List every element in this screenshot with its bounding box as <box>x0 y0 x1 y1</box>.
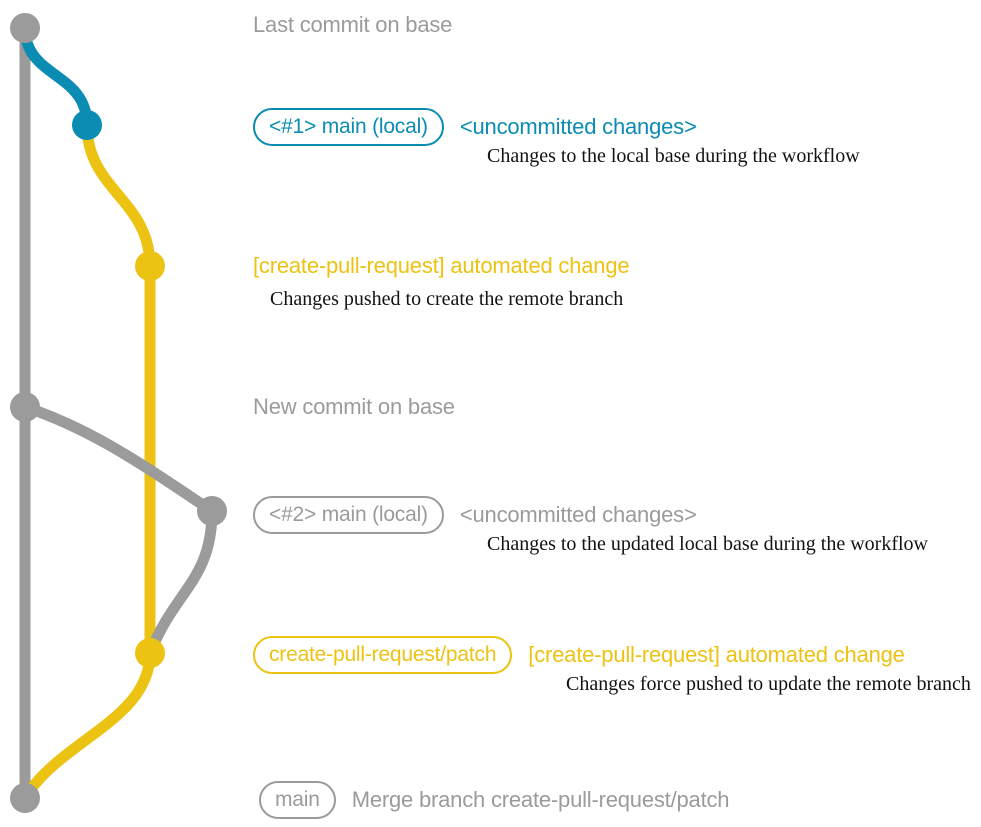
branch-line-local-2-out <box>144 505 218 659</box>
commit-dot-main-local-1[interactable] <box>72 110 102 140</box>
commit-subject: [create-pull-request] automated change <box>528 642 905 667</box>
commit-dot-new-commit-on-base[interactable] <box>10 392 40 422</box>
commit-subject: Last commit on base <box>253 12 453 37</box>
row-merge-commit: main Merge branch create-pull-request/pa… <box>259 781 730 819</box>
branch-line-local-2-in <box>19 401 218 517</box>
commit-dot-automated-change-1[interactable] <box>135 251 165 281</box>
commit-dot-main-local-2[interactable] <box>197 496 227 526</box>
commit-description: Changes to the local base during the wor… <box>487 145 860 167</box>
ref-badge-main-local-2[interactable]: <#2> main (local) <box>253 496 444 534</box>
row-last-commit-on-base: Last commit on base <box>253 12 452 38</box>
row-automated-change-2: create-pull-request/patch [create-pull-r… <box>253 636 905 674</box>
row-automated-change-1: [create-pull-request] automated change <box>253 253 630 279</box>
commit-subject: New commit on base <box>253 394 455 419</box>
branch-line-local-blue <box>19 22 93 131</box>
commit-subject: [create-pull-request] automated change <box>253 253 630 278</box>
branch-line-patch-merge <box>19 647 156 804</box>
commit-subject: <uncommitted changes> <box>459 502 697 527</box>
branch-line-patch-upper <box>81 119 156 272</box>
ref-badge-main[interactable]: main <box>259 781 336 819</box>
commit-description: Changes pushed to create the remote bran… <box>270 288 624 310</box>
ref-badge-main-local-1[interactable]: <#1> main (local) <box>253 108 444 146</box>
ref-badge-create-pull-request-patch[interactable]: create-pull-request/patch <box>253 636 513 674</box>
row-main-local-1: <#1> main (local) <uncommitted changes> <box>253 108 697 146</box>
commit-description: Changes to the updated local base during… <box>487 533 928 555</box>
row-main-local-2: <#2> main (local) <uncommitted changes> <box>253 496 697 534</box>
commit-dot-automated-change-2[interactable] <box>135 638 165 668</box>
row-new-commit-on-base: New commit on base <box>253 394 455 420</box>
commit-dot-last-commit-on-base[interactable] <box>10 13 40 43</box>
commit-subject: Merge branch create-pull-request/patch <box>351 787 730 812</box>
commit-subject: <uncommitted changes> <box>459 114 697 139</box>
commit-description: Changes force pushed to update the remot… <box>566 673 971 695</box>
commit-dot-merge-commit[interactable] <box>10 783 40 813</box>
